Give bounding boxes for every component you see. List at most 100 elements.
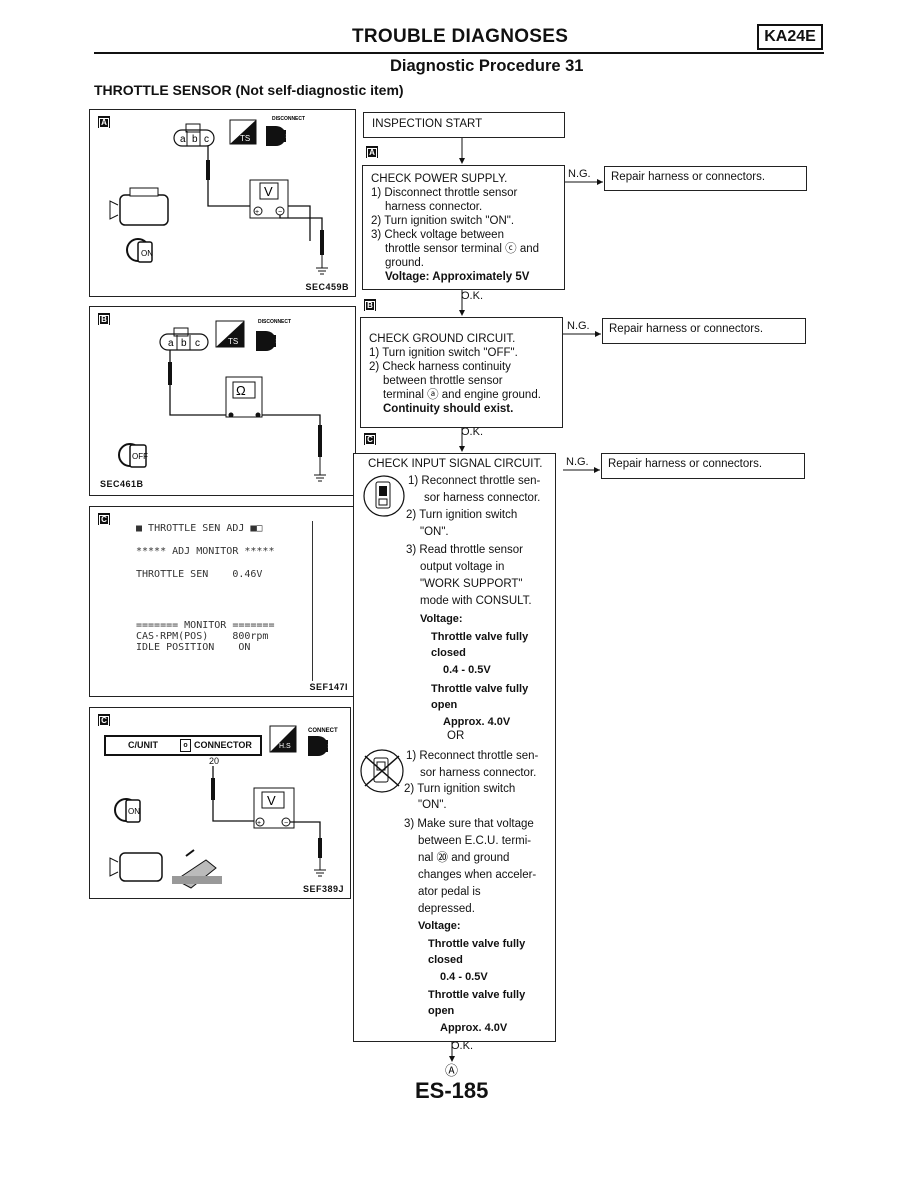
svg-text:H.S: H.S (279, 743, 291, 750)
step2-line-4: terminal ⓐ and engine ground. (383, 389, 541, 401)
lcd-line-4: CAS·RPM(POS) 800rpm (136, 631, 269, 642)
step1-repair-box: Repair harness or connectors. (604, 166, 807, 191)
svg-text:TS: TS (240, 134, 250, 143)
svg-text:a: a (180, 134, 186, 145)
step1-line-5: throttle sensor terminal ⓒ and (385, 243, 540, 255)
step3b-line-10: depressed. (418, 903, 475, 915)
step1-ng-label: N.G. (568, 168, 591, 180)
lcd-line-3: ======= MONITOR ======= (136, 620, 275, 631)
svg-text:ON: ON (141, 249, 153, 258)
cunit-connector-label: C/UNIT o CONNECTOR (104, 735, 262, 756)
step3a-line-4: "ON". (420, 526, 449, 538)
step1-title: CHECK POWER SUPPLY. (371, 173, 508, 185)
svg-text:a: a (168, 338, 174, 349)
svg-text:−: − (278, 209, 282, 216)
figure-b-code: SEC461B (100, 479, 144, 489)
step2-title: CHECK GROUND CIRCUIT. (369, 333, 516, 345)
lcd-title-row: ■ THROTTLE SEN ADJ ■□ (136, 523, 263, 534)
figure-b-badge: B (98, 313, 110, 325)
figure-b-panel: B a b c TS DISCONNECT Ω OFF SEC461B (89, 306, 356, 496)
svg-text:V: V (264, 184, 273, 199)
no-consult-icon (360, 749, 404, 793)
svg-text:V: V (267, 793, 276, 808)
step3a-line-1: 1) Reconnect throttle sen- (408, 475, 541, 487)
svg-text:−: − (284, 820, 288, 827)
step3a-voltage-label: Voltage: (420, 613, 463, 625)
or-separator: OR (444, 728, 468, 745)
consult-icon (363, 475, 405, 517)
svg-text:CONNECT: CONNECT (308, 728, 338, 734)
step3b-closed-label: Throttle valve fully (428, 938, 526, 950)
step2-line-3: between throttle sensor (383, 375, 503, 387)
step3b-line-5: 3) Make sure that voltage (404, 818, 534, 830)
step3b-line-4: "ON". (418, 799, 447, 811)
step1-line-4: 3) Check voltage between (371, 229, 504, 241)
step3b-line-7: nal ⑳ and ground (418, 852, 510, 864)
figure-d-badge: C (98, 714, 110, 726)
flow-badge-a: A (366, 146, 378, 158)
figure-b-diagram: a b c TS DISCONNECT Ω OFF (118, 319, 326, 482)
step3b-line-8: changes when acceler- (418, 869, 537, 881)
step1-result: Voltage: Approximately 5V (385, 271, 530, 283)
step3a-line-7: "WORK SUPPORT" (420, 578, 523, 590)
svg-text:b: b (181, 338, 187, 349)
step2-ok-label: O.K. (461, 426, 484, 438)
consult-screen: ■ THROTTLE SEN ADJ ■□ ***** ADJ MONITOR … (136, 521, 313, 681)
engine-code-badge: KA24E (757, 24, 823, 50)
step2-ng-label: N.G. (567, 320, 590, 332)
step3b-open-value: Approx. 4.0V (440, 1022, 508, 1034)
step3a-line-5: 3) Read throttle sensor (406, 544, 523, 556)
step2-line-2: 2) Check harness continuity (369, 361, 511, 373)
step3b-open-label: Throttle valve fully (428, 989, 526, 1001)
step3-title: CHECK INPUT SIGNAL CIRCUIT. (368, 458, 543, 470)
figure-a-panel: A a b c TS DISCONNECT V + − (89, 109, 356, 297)
step3a-closed-label: Throttle valve fully (431, 631, 529, 643)
figure-d-panel: C C/UNIT o CONNECTOR 20 H.S CONNECT V + … (89, 707, 351, 899)
page-number: ES-185 (415, 1078, 489, 1103)
step3-ok-label: O.K. (451, 1040, 474, 1052)
step3a-line-3: 2) Turn ignition switch (406, 509, 518, 521)
step-check-input-signal: CHECK INPUT SIGNAL CIRCUIT. 1) Reconnect… (353, 453, 556, 1042)
svg-text:b: b (192, 134, 198, 145)
flow-badge-c: C (364, 433, 376, 445)
step1-ok-label: O.K. (461, 290, 484, 302)
step3a-line-6: output voltage in (420, 561, 505, 573)
svg-text:c: c (204, 134, 209, 145)
step3b-line-1: 1) Reconnect throttle sen- (406, 750, 539, 762)
step2-result: Continuity should exist. (383, 403, 514, 415)
step3a-line-8: mode with CONSULT. (420, 595, 532, 607)
svg-text:+: + (257, 820, 261, 827)
figure-c-code: SEF147I (309, 682, 348, 692)
figure-c-badge: C (98, 513, 110, 525)
svg-text:TS: TS (228, 337, 238, 346)
step-check-power-supply: CHECK POWER SUPPLY. 1) Disconnect thrott… (362, 165, 565, 290)
step3b-line-9: ator pedal is (418, 886, 481, 898)
step3a-open-value: Approx. 4.0V (443, 716, 511, 728)
step1-line-1: 1) Disconnect throttle sensor (371, 187, 518, 199)
step3b-open-label-2: open (428, 1005, 455, 1017)
lcd-line-5: IDLE POSITION ON (136, 642, 251, 653)
figure-a-badge: A (98, 116, 110, 128)
inspection-start-box: INSPECTION START (363, 112, 565, 138)
pin-number: 20 (209, 756, 220, 766)
svg-text:Ω: Ω (236, 383, 246, 398)
step3b-line-6: between E.C.U. termi- (418, 835, 532, 847)
step3a-open-label-2: open (431, 699, 458, 711)
step2-line-1: 1) Turn ignition switch "OFF". (369, 347, 518, 359)
svg-text:DISCONNECT: DISCONNECT (272, 116, 305, 122)
step3b-line-3: 2) Turn ignition switch (404, 783, 516, 795)
step3a-open-label: Throttle valve fully (431, 683, 529, 695)
step3-ng-label: N.G. (566, 456, 589, 468)
step-check-ground-circuit: CHECK GROUND CIRCUIT. 1) Turn ignition s… (360, 317, 563, 428)
section-title: THROTTLE SENSOR (Not self-diagnostic ite… (94, 82, 404, 98)
figure-a-code: SEC459B (305, 282, 349, 292)
step3b-closed-label-2: closed (428, 954, 463, 966)
svg-text:c: c (195, 338, 200, 349)
svg-text:OFF: OFF (132, 452, 148, 461)
step3b-line-2: sor harness connector. (420, 767, 537, 779)
svg-text:+: + (255, 209, 259, 216)
procedure-title: Diagnostic Procedure 31 (390, 57, 584, 75)
header-rule (94, 52, 824, 54)
svg-text:ON: ON (128, 807, 140, 816)
step3a-closed-label-2: closed (431, 647, 466, 659)
